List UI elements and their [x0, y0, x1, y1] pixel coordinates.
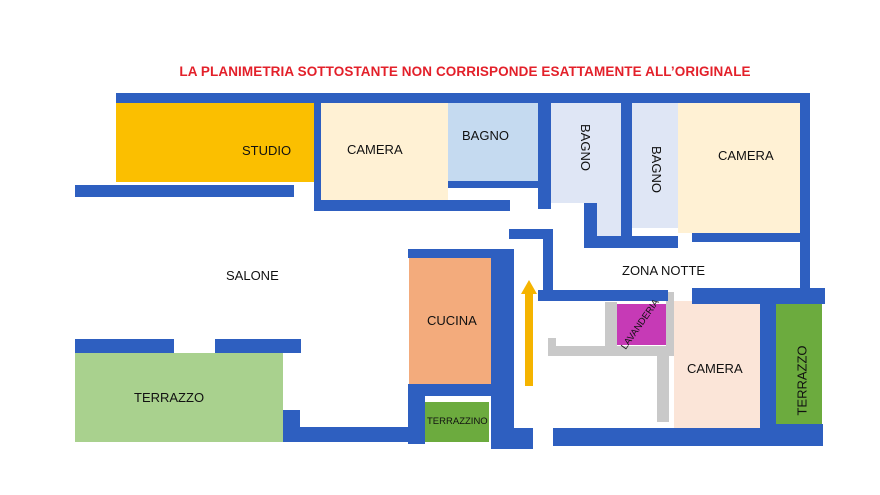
- bagno-room-1: [448, 103, 538, 181]
- zona-notte-label: ZONA NOTTE: [622, 263, 706, 278]
- salone-label: SALONE: [226, 268, 279, 283]
- camera-label-3: CAMERA: [687, 361, 743, 376]
- wall: [776, 424, 823, 430]
- bagno-label-3: BAGNO: [648, 146, 664, 193]
- terrazzino-label: TERRAZZINO: [427, 416, 488, 427]
- wall: [408, 384, 491, 396]
- bagno-room-2b: [597, 196, 621, 236]
- wall: [621, 103, 632, 239]
- wall: [692, 288, 825, 304]
- wall: [514, 428, 533, 449]
- wall: [491, 249, 514, 449]
- wall: [75, 185, 294, 197]
- camera-room-3: [674, 301, 760, 429]
- wall: [314, 200, 510, 211]
- terrazzo-room-2: [776, 304, 822, 424]
- wall: [509, 229, 553, 239]
- bagno-room-2: [551, 103, 621, 203]
- terrazzo-room-1: [75, 353, 283, 442]
- partition-wall: [666, 294, 674, 356]
- studio-room: [116, 103, 314, 182]
- camera-label-2: CAMERA: [718, 148, 774, 163]
- camera-label-1: CAMERA: [347, 142, 403, 157]
- lavanderia-room: [617, 304, 668, 345]
- terrazzo-label-2: TERRAZZO: [794, 345, 810, 416]
- wall: [215, 339, 301, 353]
- wall: [553, 428, 823, 446]
- wall: [283, 427, 425, 442]
- disclaimer-notice: LA PLANIMETRIA SOTTOSTANTE NON CORRISPON…: [179, 64, 751, 79]
- wall: [597, 236, 678, 248]
- wall: [448, 181, 538, 188]
- wall: [584, 203, 597, 248]
- wall: [538, 103, 551, 209]
- camera-room-2: [678, 103, 800, 233]
- wall: [538, 290, 668, 301]
- wall: [314, 103, 321, 211]
- partition-wall: [548, 338, 556, 356]
- partition-wall: [556, 346, 674, 356]
- partition-wall: [657, 346, 669, 422]
- cucina-label: CUCINA: [427, 313, 477, 328]
- wall: [408, 249, 492, 258]
- wall: [760, 304, 776, 429]
- wall: [543, 229, 553, 300]
- bagno-label-2: BAGNO: [577, 124, 593, 171]
- wall: [75, 339, 174, 353]
- entrance-arrow-icon: [521, 280, 537, 386]
- bagno-label-1: BAGNO: [462, 128, 509, 143]
- cucina-room: [409, 258, 491, 384]
- wall: [800, 93, 810, 290]
- terrazzo-label-1: TERRAZZO: [134, 390, 205, 405]
- partition-wall: [662, 292, 674, 297]
- studio-label: STUDIO: [242, 143, 292, 158]
- partition-wall: [605, 302, 617, 354]
- terrazzino-room: [425, 402, 489, 442]
- camera-room-1: [321, 103, 448, 200]
- wall: [692, 233, 800, 242]
- wall: [116, 93, 808, 103]
- bagno-room-3: [632, 103, 678, 228]
